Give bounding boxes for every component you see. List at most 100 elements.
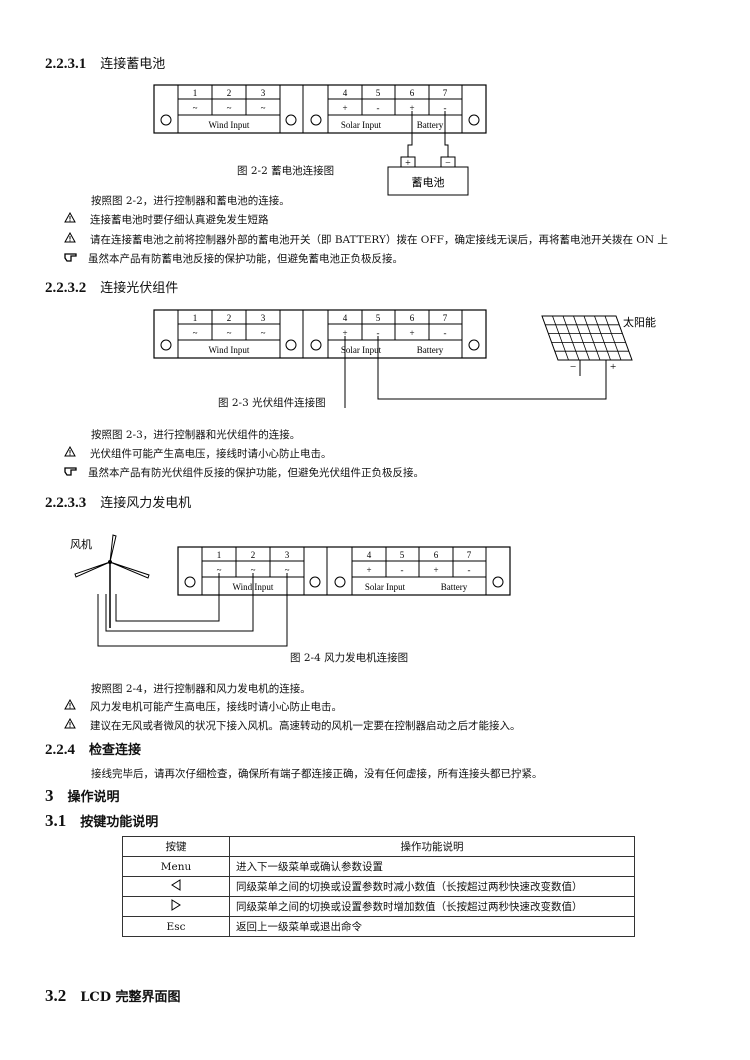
warning-item: 风力发电机可能产生高电压，接线时请小心防止电击。: [64, 698, 342, 714]
svg-text:+: +: [342, 328, 347, 338]
svg-text:5: 5: [400, 550, 405, 560]
svg-text:3: 3: [285, 550, 290, 560]
svg-text:−: −: [445, 158, 451, 169]
svg-text:3: 3: [261, 313, 266, 323]
svg-text:7: 7: [467, 550, 472, 560]
section-title: LCD 完整界面图: [80, 990, 181, 1005]
svg-text:2: 2: [251, 550, 256, 560]
svg-text:Solar Input: Solar Input: [341, 120, 382, 130]
solar-panel-icon: − +: [541, 315, 633, 376]
svg-text:+: +: [433, 565, 438, 575]
svg-text:6: 6: [410, 88, 415, 98]
paragraph: 按照图 2-4，进行控制器和风力发电机的连接。: [91, 683, 311, 695]
svg-text:-: -: [468, 565, 471, 575]
svg-text:1: 1: [193, 313, 198, 323]
svg-text:5: 5: [376, 313, 381, 323]
figure-caption: 图 2-3 光伏组件连接图: [218, 397, 326, 409]
svg-text:-: -: [377, 328, 380, 338]
section-number: 2.2.3.1: [45, 56, 87, 72]
section-title: 连接风力发电机: [100, 496, 192, 511]
svg-text:~: ~: [285, 565, 290, 575]
svg-text:Battery: Battery: [417, 120, 444, 130]
svg-text:~: ~: [227, 328, 232, 338]
svg-text:+: +: [366, 565, 371, 575]
right-triangle-icon: [171, 899, 181, 914]
section-number: 3.2: [45, 986, 67, 1005]
key-cell: [122, 896, 230, 917]
section-title: 按键功能说明: [80, 815, 159, 830]
svg-text:Wind Input: Wind Input: [209, 345, 250, 355]
svg-text:+: +: [342, 103, 347, 113]
svg-text:蓄电池: 蓄电池: [412, 176, 445, 189]
pointing-hand-icon: [64, 466, 80, 479]
section-number: 2.2.3.2: [45, 280, 87, 296]
terminal-block-solar-figure: 1 2 3 ~ ~ ~ Wind Input 4 5 6 7 + - + - S…: [153, 309, 656, 408]
table-header: 操作功能说明: [229, 836, 635, 857]
desc-cell: 同级菜单之间的切换或设置参数时增加数值（长按超过两秒快速改变数值）: [229, 896, 635, 917]
figure-caption: 图 2-4 风力发电机连接图: [290, 652, 409, 664]
paragraph: 按照图 2-3，进行控制器和光伏组件的连接。: [91, 429, 301, 441]
svg-text:Wind Input: Wind Input: [209, 120, 250, 130]
note-item: 虽然本产品有防蓄电池反接的保护功能，但避免蓄电池正负极反接。: [64, 251, 403, 266]
paragraph: 接线完毕后，请再次仔细检查，确保所有端子都连接正确，没有任何虚接，所有连接头都已…: [91, 768, 543, 780]
section-heading-2232: 2.2.3.2 连接光伏组件: [45, 277, 178, 297]
warning-triangle-icon: [64, 698, 80, 713]
svg-text:~: ~: [217, 565, 222, 575]
terminal-block-battery-figure: 1 2 3 ~ ~ ~ Wind Input 4 5 6 7 + - + - S…: [153, 84, 487, 196]
terminal-block: 1 2 3 ~ ~ ~ Wind Input 4 5 6 7 + - + - S…: [177, 546, 511, 596]
section-number: 3.1: [45, 811, 67, 830]
pointing-hand-icon: [64, 252, 80, 265]
section-title: 连接蓄电池: [100, 57, 166, 72]
desc-cell: 同级菜单之间的切换或设置参数时减小数值（长按超过两秒快速改变数值）: [229, 876, 635, 897]
svg-text:5: 5: [376, 88, 381, 98]
svg-text:+: +: [610, 361, 616, 373]
warning-triangle-icon: [64, 445, 80, 460]
warning-triangle-icon: [64, 231, 80, 246]
section-heading-31: 3.1 按键功能说明: [45, 811, 158, 831]
svg-text:Battery: Battery: [441, 582, 468, 592]
table-row: 同级菜单之间的切换或设置参数时减小数值（长按超过两秒快速改变数值）: [122, 876, 635, 897]
terminal-block-wind-figure: 风机 1 2 3 ~ ~ ~ Wind Input 4 5 6: [70, 534, 511, 647]
svg-text:7: 7: [443, 313, 448, 323]
section-title: 检查连接: [89, 743, 142, 758]
desc-cell: 返回上一级菜单或退出命令: [229, 916, 635, 937]
terminal-block: 1 2 3 ~ ~ ~ Wind Input 4 5 6 7 + - + - S…: [153, 84, 487, 134]
svg-text:+: +: [409, 103, 414, 113]
svg-text:-: -: [444, 103, 447, 113]
section-number: 3: [45, 786, 54, 805]
svg-text:~: ~: [227, 103, 232, 113]
svg-text:~: ~: [261, 328, 266, 338]
svg-text:+: +: [409, 328, 414, 338]
wind-turbine-label: 风机: [70, 537, 92, 551]
paragraph: 按照图 2-2，进行控制器和蓄电池的连接。: [91, 195, 290, 207]
warning-item: 建议在无风或者微风的状况下接入风机。高速转动的风机一定要在控制器启动之后才能接入…: [64, 717, 521, 733]
svg-text:6: 6: [410, 313, 415, 323]
key-function-table: 按键 操作功能说明 Menu 进入下一级菜单或确认参数设置 同级菜单之间的切换或…: [122, 836, 635, 937]
table-header-row: 按键 操作功能说明: [122, 836, 635, 857]
svg-text:-: -: [401, 565, 404, 575]
svg-text:3: 3: [261, 88, 266, 98]
svg-text:2: 2: [227, 313, 232, 323]
warning-triangle-icon: [64, 211, 80, 226]
svg-text:4: 4: [367, 550, 372, 560]
table-row: Esc 返回上一级菜单或退出命令: [122, 916, 635, 937]
key-cell: Menu: [122, 856, 230, 877]
svg-text:Solar Input: Solar Input: [365, 582, 406, 592]
battery-wires: [407, 111, 449, 157]
svg-text:~: ~: [261, 103, 266, 113]
svg-text:~: ~: [251, 565, 256, 575]
section-heading-2231: 2.2.3.1 连接蓄电池: [45, 53, 165, 73]
svg-text:−: −: [570, 361, 576, 373]
section-heading-2233: 2.2.3.3 连接风力发电机: [45, 492, 191, 512]
warning-item: 连接蓄电池时要仔细认真避免发生短路: [64, 211, 269, 227]
section-title: 连接光伏组件: [100, 281, 179, 296]
section-number: 2.2.4: [45, 742, 75, 758]
section-number: 2.2.3.3: [45, 495, 87, 511]
terminal-block: 1 2 3 ~ ~ ~ Wind Input 4 5 6 7 + - + - S…: [153, 309, 487, 359]
battery-symbol: + − 蓄电池: [387, 156, 469, 196]
wind-turbine-icon: [74, 534, 150, 628]
svg-text:-: -: [377, 103, 380, 113]
svg-text:1: 1: [193, 88, 198, 98]
key-cell: Esc: [122, 916, 230, 937]
